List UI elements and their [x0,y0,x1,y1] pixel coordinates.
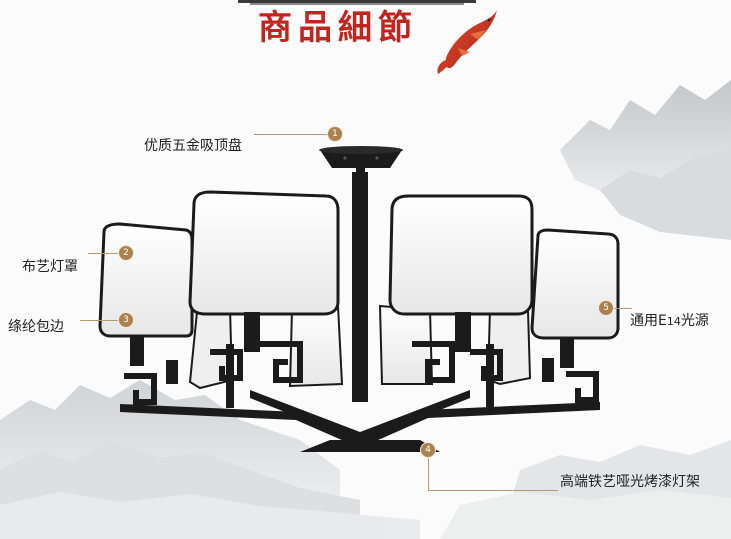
callout-5-leader [606,308,632,309]
koi-fish-icon [437,10,497,74]
ceiling-canopy [319,146,403,179]
lamp-shade-right-front [388,194,534,316]
ink-mountains-right [440,80,731,539]
callout-label-iron-frame: 高端铁艺哑光烤漆灯架 [560,474,700,490]
callout-marker-5: 5 [599,301,613,315]
callout-3-leader [80,320,122,321]
callout-marker-4: 4 [421,443,435,457]
callout-2-leader [88,253,122,254]
callout-marker-3: 3 [119,313,133,327]
callout-marker-2: 2 [119,246,133,260]
callout-label-light-source: 通用E14光源 [630,313,709,329]
lamp-shade-left-front [188,190,340,316]
callout-4-leader-vertical [428,455,429,491]
frame-arms [120,344,600,452]
lamp-shade-far-right [530,228,620,340]
callout-marker-1: 1 [328,127,342,141]
section-title: 商品細節 [258,8,418,48]
callout-1-leader [254,134,334,135]
ink-mountains-left [0,380,420,539]
center-stem [352,172,368,402]
callout-4-leader-horizontal [428,490,558,491]
callout-label-canopy: 优质五金吸顶盘 [144,138,242,154]
header-ornament [238,0,476,5]
lamp-holders [130,312,574,384]
callout-label-fabric-shade: 布艺灯罩 [22,259,78,275]
callout-label-trim: 绦纶包边 [8,319,64,335]
